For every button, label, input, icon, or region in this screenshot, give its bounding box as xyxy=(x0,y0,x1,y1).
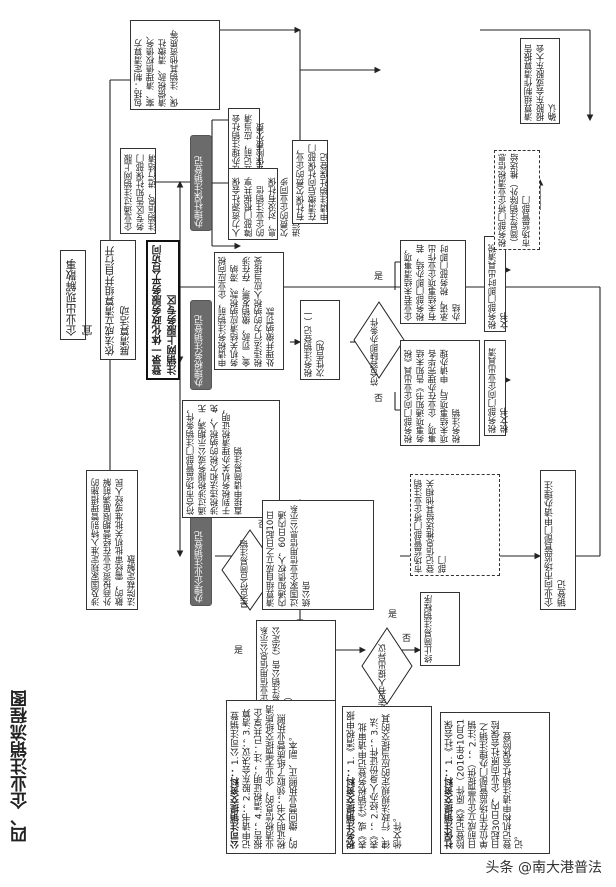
liquidation-report-node: 清算组制作清算报告报股东会或股东大会确认 xyxy=(520,38,560,124)
tax-yes-detail-node: 企业若未结清事项，税务部门即办结，若有未结事项企业作出承诺，税务部门即时办结 xyxy=(400,240,466,324)
tax-no-label: 否 xyxy=(374,394,384,404)
tax-yes-label: 是 xyxy=(374,272,384,282)
liquidation-list-node: 包括：制定清算方案、清理债权债务、清偿税款、清缴社保、注销其他资质等 xyxy=(130,20,220,110)
tax-once-node: 税务注销登记（一次性告知） xyxy=(300,300,340,380)
liquidation-node: 依法成立清算组并自行开展清算活动 xyxy=(100,240,136,360)
page-title: 四、企业注销流程图 xyxy=(11,690,31,843)
objection-label: 是否有人提出异议 xyxy=(378,644,388,712)
company-materials-heading: 公司注销提交资料： xyxy=(231,768,241,849)
tax-apply-node: 申请税务注销前，企业应向税务机关结清应纳税款、滞纳金、罚款，缴销发票，存在涉税违… xyxy=(214,252,284,370)
company-materials-note: 公司注销提交资料： 1.公司注销登记申请书； 2.股东会决议； 3.清算报告； … xyxy=(226,700,336,854)
tax-item: 2.经办人身份证件； xyxy=(370,738,381,820)
simple-question-label: 是否符合简易注销 xyxy=(240,540,250,608)
terminate-node: 终止简易注销程序 xyxy=(420,592,460,666)
tax-share-node: 税务部门将企业清税信息（简易注销除外）推送给市场监管部门 xyxy=(494,150,540,250)
tax-materials-note: 税务注销提交资料： 1.《清税申报表》或《注销税务登记申请审批表》； 2.经办人… xyxy=(342,706,432,854)
tax-condition-diamond xyxy=(353,301,405,379)
social-materials-note: 社保注销提交资料： 1.《社会保险登记表》原件（2016年10月1日前成立企业需… xyxy=(440,712,550,854)
objection-diamond xyxy=(361,627,413,705)
objection-no-label: 否 xyxy=(402,634,412,644)
law-note: 涉及国家规定准入特别管理措施的外商投资企业在经营期限届满前解散的，需经审批机关批… xyxy=(86,470,138,610)
tax-no-node: 税务部门向企业出具《税务事项通知书》告知未结事项，企业在办理完毕各项未结事项后，… xyxy=(400,340,480,446)
tax-doc-node: 税务部门向企业出具清税文书 xyxy=(484,340,510,436)
tax-materials-heading: 税务注销提交资料： xyxy=(347,768,357,849)
business-registration-node: 办理企业注销登记 xyxy=(190,512,212,606)
objection-yes-label: 是 xyxy=(388,610,398,620)
simple-yes-label: 是 xyxy=(234,646,244,656)
announce-node: 清算组自成立之日起10日内通知债权人，60日内通过国家企业信用信息公示系统公告 xyxy=(262,500,374,610)
social-b-node: 人力资源社会保障部门根据共享的企业注销信息，对没有社保欠费的企业同步进行社保注销 xyxy=(228,168,302,240)
tax-condition-label: 符合容缺即办条件 xyxy=(370,318,380,386)
social-registration-node: 办理社保注销登记 xyxy=(190,135,212,231)
social-condition-node: 企业通过注销网上服务专区告知社保部门注销信息，进行结清 xyxy=(120,148,158,234)
company-item: 2.股东会决议； xyxy=(242,738,253,802)
market-apply-node: 企业向市场监管部门申请办理注销登记 xyxy=(540,470,576,610)
platform-node: 登录一体化政务服务平台访问注销网上服务专区 xyxy=(146,240,180,380)
social-c-node: 有社保欠费的企业，在清缴后向社保部门申请注销社保登记 xyxy=(292,140,330,224)
market-share-node: 市场监管部门将企业注销登记信息推送给其他相关部门 xyxy=(410,474,500,576)
company-item: 4.清税证明； xyxy=(254,765,265,820)
tax-yes-doc-node: 税务部门即时出具清税文书 xyxy=(484,236,510,332)
start-node: 企业出现解散事宜 xyxy=(60,250,94,340)
footer-watermark: 头条 @南大港普法 xyxy=(485,860,602,876)
tax-registration-node: 办理税务注销登记 xyxy=(190,300,212,390)
social-materials-heading: 社保注销提交资料： xyxy=(445,768,455,849)
